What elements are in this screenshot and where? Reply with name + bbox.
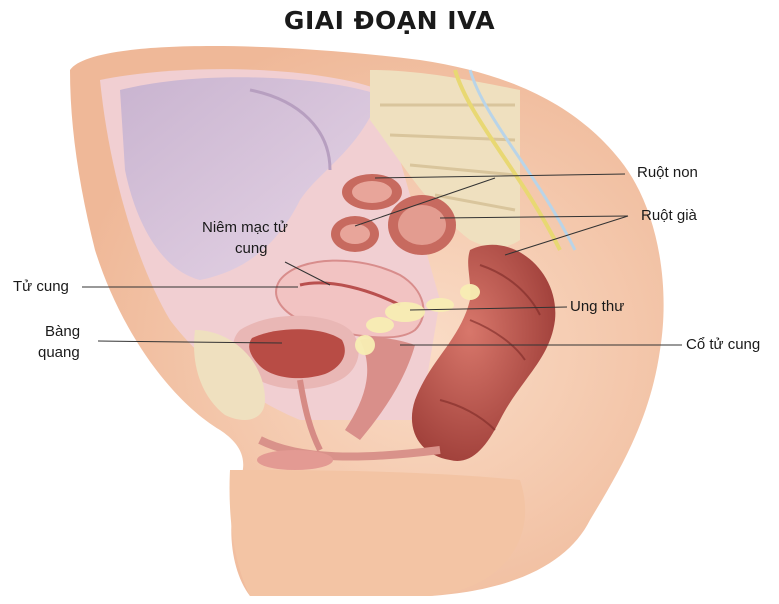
label-ruot-gia: Ruột già [641, 207, 697, 225]
diagram-title: GIAI ĐOẠN IVA [0, 6, 779, 35]
label-niem-mac-line1: Niêm mạc tử [202, 219, 288, 237]
labia [257, 450, 333, 470]
label-ung-thu: Ung thư [570, 298, 624, 316]
label-co-tu-cung: Cổ tử cung [686, 336, 760, 354]
label-bang-quang-line1: Bàng [45, 323, 80, 341]
thigh [230, 470, 526, 596]
large-intestine-section [388, 195, 456, 255]
label-niem-mac-line2: cung [235, 240, 268, 258]
label-bang-quang-line2: quang [38, 344, 80, 362]
label-ruot-non: Ruột non [637, 164, 698, 182]
label-tu-cung: Tử cung [13, 278, 69, 296]
